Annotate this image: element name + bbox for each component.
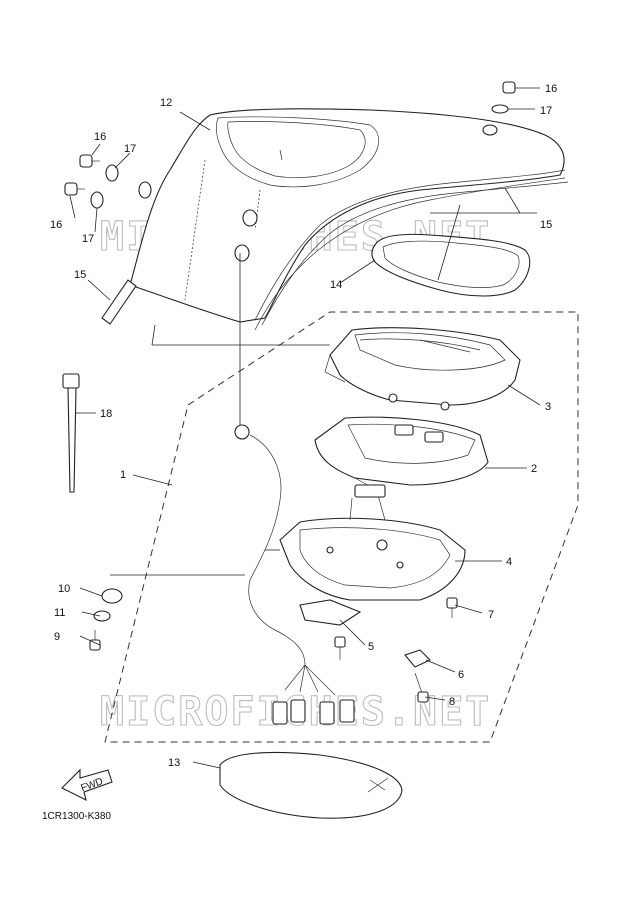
callout-7: 7 [488,609,494,621]
callout-15-right: 15 [540,219,552,231]
callout-14: 14 [330,279,342,291]
callout-11: 11 [54,607,65,619]
callout-15-left: 15 [74,269,86,281]
callout-5: 5 [368,641,374,653]
cable-tie-18 [62,373,80,493]
diagram-code: 1CR1300-K380 [42,811,111,822]
washer-17-left-upper [105,164,119,182]
callout-4: 4 [506,556,512,568]
screw-16-left-lower [64,182,85,196]
callout-13: 13 [168,757,180,769]
callout-17-left-lower: 17 [82,233,94,245]
grommet-center [242,209,258,227]
washer-11 [93,610,111,622]
meter-case [279,484,466,601]
callout-3: 3 [545,401,551,413]
callout-18: 18 [100,408,112,420]
callout-2: 2 [531,463,537,475]
callout-6: 6 [458,669,464,681]
screw-8 [414,672,429,703]
screw-16-top [502,81,540,94]
screw-7 [446,597,458,618]
clamp-6 [404,649,431,668]
callout-1: 1 [120,469,126,481]
screw-16-left-upper [79,154,100,168]
trim-strip-15-right [254,177,566,331]
assembly-outline [104,311,579,743]
grommet-left [138,181,152,199]
wire-harness [234,424,355,725]
grommet-lower [234,244,250,262]
callout-8: 8 [449,696,455,708]
callout-17-left-upper: 17 [124,143,136,155]
callout-10: 10 [58,583,70,595]
callout-16-top: 16 [545,83,557,95]
gasket-14 [371,233,531,297]
trim-strip-15-left [101,279,137,325]
callout-17-top: 17 [540,105,552,117]
screw-bracket [334,636,346,660]
washer-17-left-lower [90,191,104,209]
fwd-arrow-icon: FWD [61,768,113,802]
screw-9 [89,630,101,651]
callout-16-left-upper: 16 [94,131,106,143]
meter-lens-housing [324,327,521,411]
grommet-right [482,124,498,136]
callout-16-left-lower: 16 [50,219,62,231]
meter-lcd-unit [314,416,489,493]
grommet-10 [101,588,123,604]
callout-9: 9 [54,631,60,643]
washer-17-top [491,104,535,114]
bracket-5 [299,599,362,626]
lens-sheet-13 [219,751,403,819]
callout-12: 12 [160,97,172,109]
